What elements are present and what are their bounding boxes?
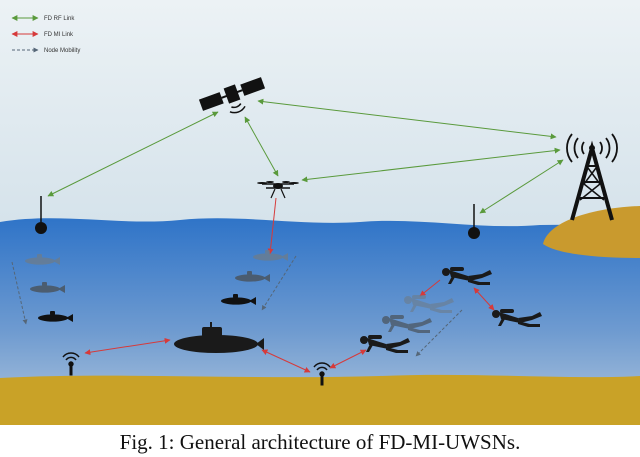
satellite-icon [198, 77, 266, 114]
mi-link-drone-auv [267, 197, 277, 255]
submarine-icon [174, 322, 264, 353]
mobility-right [415, 309, 463, 357]
mobility-paths [11, 255, 463, 357]
mi-link-antenna-left-submarine [84, 337, 171, 356]
mi-link-diver-to-diver [473, 287, 495, 311]
drone-icon [257, 181, 299, 199]
rf-link-satellite-buoy-left [47, 111, 219, 197]
rf-link-satellite-drone [244, 116, 279, 177]
legend-mi-label: FD MI Link [44, 32, 74, 38]
cell-tower-icon [566, 133, 618, 221]
rf-links [47, 98, 564, 214]
mobility-left [11, 261, 28, 325]
legend-rf-label: FD RF Link [44, 16, 75, 22]
mobility-center [261, 255, 297, 311]
mi-link-antenna-center-diver [329, 349, 367, 369]
mi-link-submarine-antenna-center [261, 349, 311, 373]
rf-link-tower-buoy-right [479, 159, 564, 214]
sea [0, 218, 640, 425]
rf-link-satellite-tower [257, 98, 557, 140]
buoy-icon [468, 204, 480, 239]
legend: FD RF Link FD MI Link Node Mobility [11, 15, 80, 54]
mi-links [84, 197, 495, 373]
architecture-diagram: FD RF Link FD MI Link Node Mobility [0, 0, 640, 425]
legend-mobility-label: Node Mobility [44, 48, 80, 54]
figure-caption: Fig. 1: General architecture of FD-MI-UW… [119, 430, 521, 454]
rf-link-drone-tower [301, 147, 561, 183]
shoreline-land [543, 206, 640, 258]
seabed [0, 374, 640, 425]
mi-link-diver-to-ghost [419, 279, 441, 297]
buoy-icon [35, 196, 47, 234]
